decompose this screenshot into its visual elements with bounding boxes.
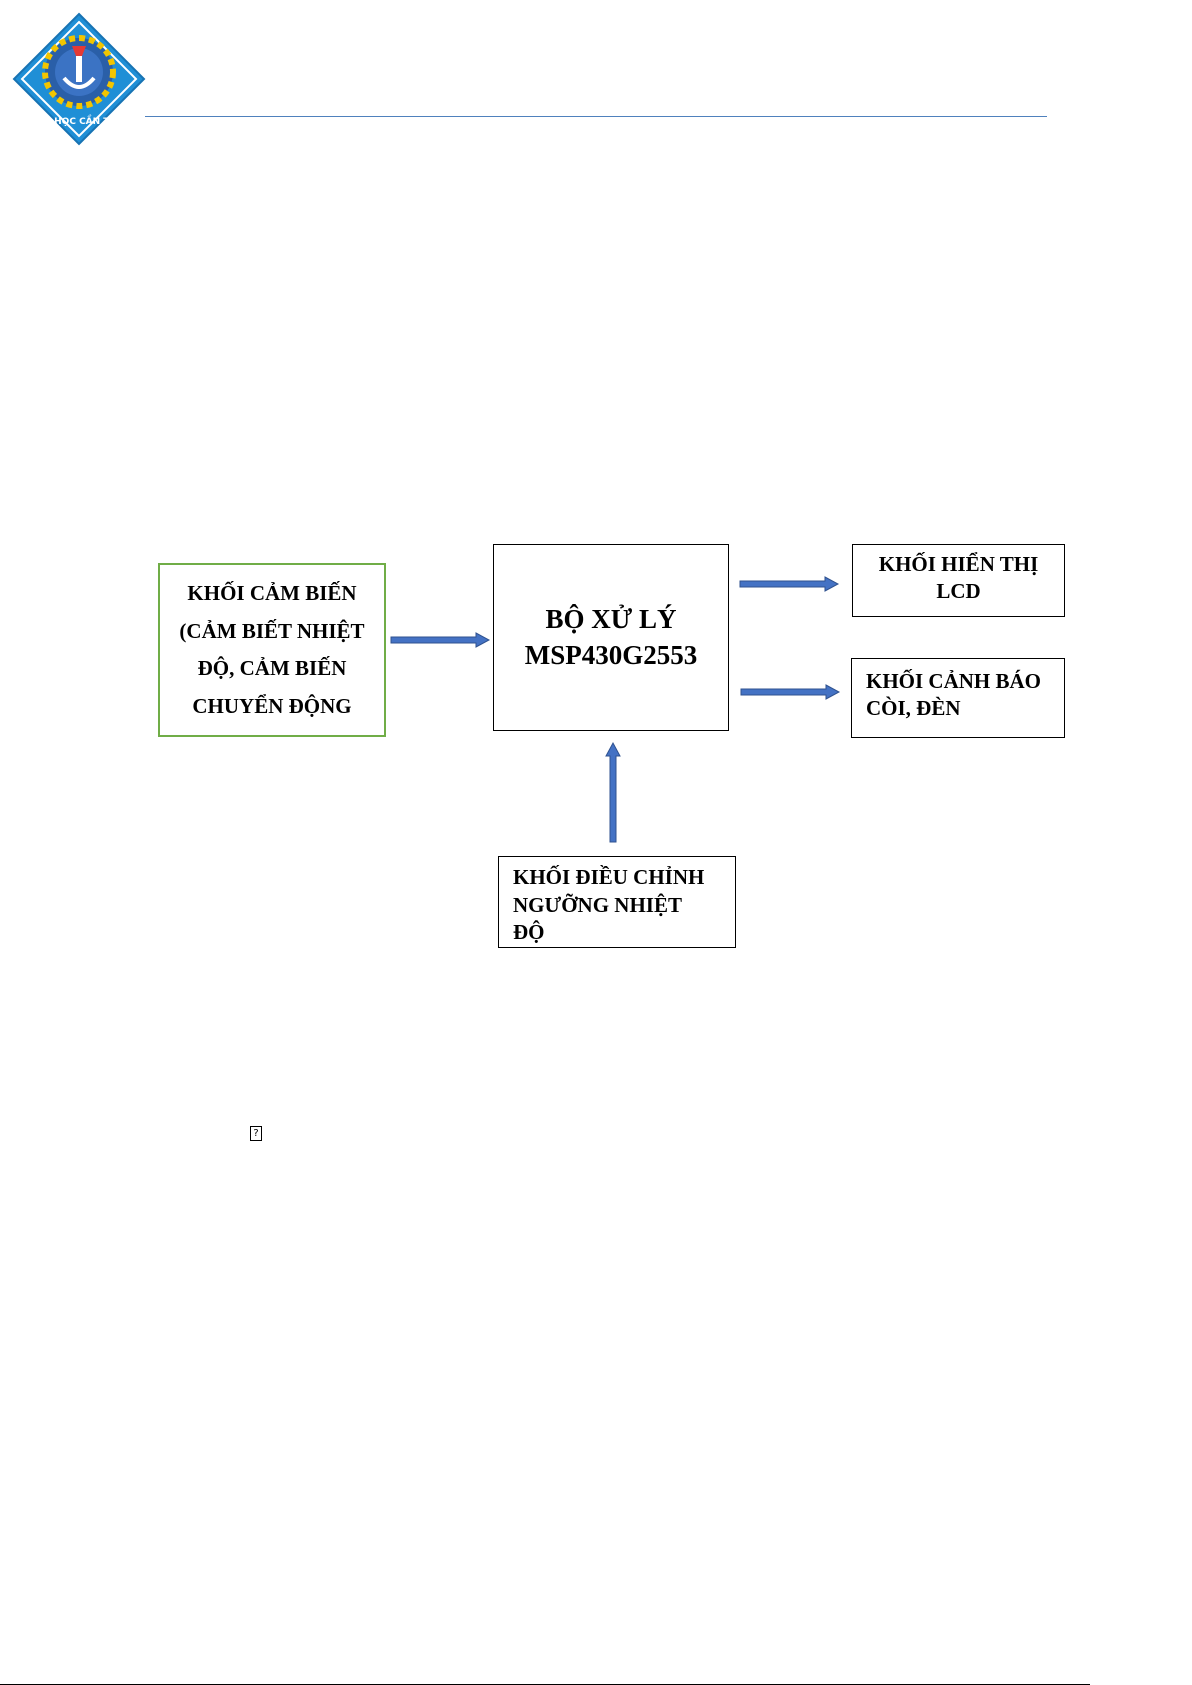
threshold-block-label: KHỐI ĐIỀU CHỈNH NGƯỠNG NHIỆT ĐỘ [513, 864, 731, 947]
arrow-sensor-to-processor [391, 633, 489, 647]
arrow-threshold-to-processor [606, 743, 620, 842]
alarm-block-label: KHỐI CẢNH BÁO CÒI, ĐÈN [866, 668, 1060, 722]
arrow-processor-to-alarm [741, 685, 839, 699]
sensor-block: KHỐI CẢM BIẾN (CẢM BIẾT NHIỆT ĐỘ, CẢM BI… [158, 563, 386, 737]
alarm-block: KHỐI CẢNH BÁO CÒI, ĐÈN [851, 658, 1065, 738]
missing-glyph-box: ? [250, 1126, 262, 1141]
display-block-label: KHỐI HIỂN THỊ LCD [853, 551, 1064, 605]
threshold-block: KHỐI ĐIỀU CHỈNH NGƯỠNG NHIỆT ĐỘ [498, 856, 736, 948]
processor-block: BỘ XỬ LÝ MSP430G2553 [493, 544, 729, 731]
sensor-block-label: KHỐI CẢM BIẾN (CẢM BIẾT NHIỆT ĐỘ, CẢM BI… [160, 575, 384, 725]
university-logo: ĐẠI HỌC CẦN THƠ [12, 12, 146, 146]
arrow-processor-to-display [740, 577, 838, 591]
display-block: KHỐI HIỂN THỊ LCD [852, 544, 1065, 617]
header-rule [145, 116, 1047, 117]
processor-block-label: BỘ XỬ LÝ MSP430G2553 [494, 601, 728, 673]
